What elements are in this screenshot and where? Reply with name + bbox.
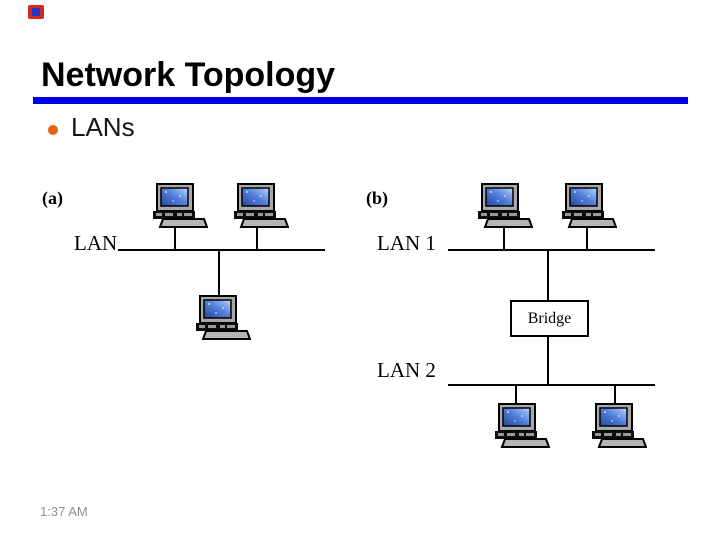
lan2-bus-line <box>448 384 655 386</box>
lan2-stub-line <box>614 385 616 407</box>
lan1-bus-line <box>448 249 655 251</box>
lan1-label: LAN 1 <box>377 231 436 255</box>
lan1-to-bridge-line <box>547 250 549 300</box>
bullet-marker <box>48 125 58 135</box>
diagram-b-label: (b) <box>366 188 388 208</box>
lan2-stub-line <box>515 385 517 407</box>
slide-logo-inner <box>32 8 40 16</box>
computer-icon <box>231 183 289 230</box>
lan-a-bus-line <box>118 249 325 251</box>
slide-logo <box>28 5 44 19</box>
lan-a-label: LAN <box>74 231 118 255</box>
lan-a-stub-line <box>256 226 258 250</box>
computer-icon <box>589 403 647 450</box>
title-underline <box>33 97 688 104</box>
lan-a-drop-line <box>218 250 220 298</box>
bridge-box: Bridge <box>510 300 589 337</box>
computer-icon <box>492 403 550 450</box>
bridge-label: Bridge <box>527 310 572 327</box>
lan1-stub-line <box>586 226 588 250</box>
page-title: Network Topology <box>41 56 336 94</box>
computer-icon <box>475 183 533 230</box>
lan2-label: LAN 2 <box>377 358 436 382</box>
bridge-to-lan2-line <box>547 336 549 385</box>
computer-icon <box>150 183 208 230</box>
computer-icon <box>559 183 617 230</box>
computer-icon <box>193 295 251 342</box>
lan-a-stub-line <box>174 226 176 250</box>
bullet-item-label: LANs <box>71 112 135 142</box>
lan1-stub-line <box>503 226 505 250</box>
diagram-a-label: (a) <box>42 188 63 208</box>
clock-text: 1:37 AM <box>40 504 88 519</box>
